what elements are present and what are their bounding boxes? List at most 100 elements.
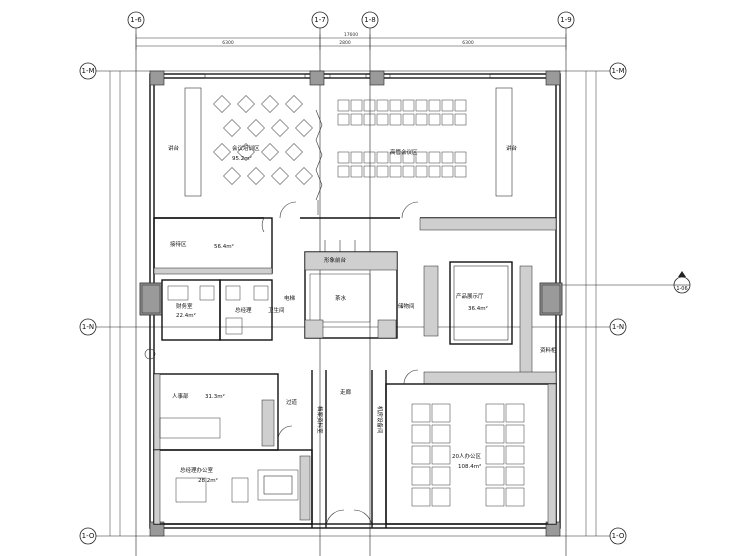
meeting-desk [376, 165, 389, 178]
workstation-desk [411, 403, 431, 423]
product-hall-label: 产品展示厅 [456, 292, 484, 300]
doors [261, 201, 419, 441]
ceo-office [153, 449, 313, 525]
workstation-desk [485, 466, 505, 486]
training-table [261, 143, 279, 161]
training-table [271, 167, 289, 185]
grid-lines [94, 20, 676, 556]
meeting-desk [454, 151, 467, 164]
meeting-desk [415, 151, 428, 164]
training-table [285, 143, 303, 161]
gm-label: 总经理 [235, 306, 252, 314]
workstation-desk [505, 424, 525, 444]
meeting-desk [363, 151, 376, 164]
training-table [247, 119, 265, 137]
workstation-desk [411, 466, 431, 486]
open-office-label: 20人办公区 [452, 452, 481, 460]
meeting-desk [428, 165, 441, 178]
meeting-desk [428, 113, 441, 126]
axis-bubble-1-7: 1-7 [311, 11, 329, 29]
meeting-desk [389, 113, 402, 126]
overall-dimension: 17600 [344, 32, 358, 38]
reception-label: 接待区 [170, 240, 187, 248]
reception-area: 56.4m² [214, 243, 234, 250]
top-windows [204, 73, 491, 79]
meeting-desk [363, 99, 376, 112]
hr-label: 人事部 [172, 392, 189, 400]
training-table [295, 167, 313, 185]
meeting-desks [337, 99, 467, 178]
workstation-desk [505, 487, 525, 507]
open-office [385, 383, 557, 525]
axis-bubble-1-6: 1-6 [127, 11, 145, 29]
training-table [247, 167, 265, 185]
finance-label: 财务室 [176, 302, 193, 310]
meeting-desk [402, 99, 415, 112]
ceo-area: 28.2m² [198, 477, 218, 484]
training-table [237, 143, 255, 161]
outer-walls [149, 73, 561, 529]
meeting-desk [350, 165, 363, 178]
ceo-label: 总经理办公室 [180, 466, 214, 474]
workstation-desk [431, 445, 451, 465]
meeting-desk [337, 99, 350, 112]
top-dimensions: 17600 6300 2800 6300 [135, 32, 567, 50]
meeting-desk [415, 99, 428, 112]
axis-bubble-right-1-O: 1-O [609, 527, 627, 545]
workstation-desk [485, 487, 505, 507]
product-hall [423, 261, 563, 385]
meeting-desk [363, 165, 376, 178]
training-table [223, 167, 241, 185]
workstation-desk [505, 403, 525, 423]
svg-text:1-8: 1-8 [364, 16, 375, 24]
training-table [271, 119, 289, 137]
meeting-desk [415, 165, 428, 178]
training-table [295, 119, 313, 137]
workstation-desk [431, 403, 451, 423]
product-hall-area: 36.4m² [468, 305, 488, 312]
hr-office [153, 373, 279, 451]
workstation-desk [505, 466, 525, 486]
workstation-desk [505, 445, 525, 465]
finance-area: 22.4m² [176, 312, 196, 319]
svg-text:1-N: 1-N [82, 323, 94, 331]
meeting-desk [363, 113, 376, 126]
training-table [223, 119, 241, 137]
meeting-desk [454, 165, 467, 178]
workstation-desk [485, 403, 505, 423]
meeting-desk [441, 99, 454, 112]
meeting-desk [337, 151, 350, 164]
archive-label: 档案资料室 [316, 406, 324, 434]
meeting-desk [428, 151, 441, 164]
workstation-desk [485, 445, 505, 465]
training-table [213, 95, 231, 113]
axis-bubble-1-9: 1-9 [557, 11, 575, 29]
lift-label: 电梯 [284, 294, 296, 302]
workstation-desk [411, 445, 431, 465]
meeting-desk [337, 165, 350, 178]
workstation-desk [431, 424, 451, 444]
meeting-desk [350, 99, 363, 112]
storage-label: 储物间 [398, 302, 415, 310]
mech-label: 机房设备间 [376, 406, 384, 434]
meeting-desk [402, 151, 415, 164]
workstation-desk [411, 487, 431, 507]
svg-text:1-N: 1-N [612, 323, 624, 331]
detail-marker: 1-06 [673, 271, 691, 294]
axis-bubble-right-1-N: 1-N [609, 318, 627, 336]
meeting-desk [337, 113, 350, 126]
reception-room [153, 217, 273, 275]
meeting-desk [441, 151, 454, 164]
front-desk-label: 形象前台 [324, 256, 347, 264]
meeting-desk [415, 113, 428, 126]
meeting-desk [441, 165, 454, 178]
axis-bubble-left-1-O: 1-O [79, 527, 97, 545]
tea-label: 茶水 [335, 294, 347, 302]
training-table [237, 95, 255, 113]
meeting-desk [402, 113, 415, 126]
meeting-desk [389, 165, 402, 178]
training-tables [213, 95, 313, 185]
axis-bubble-1-8: 1-8 [361, 11, 379, 29]
svg-text:1-9: 1-9 [560, 16, 571, 24]
